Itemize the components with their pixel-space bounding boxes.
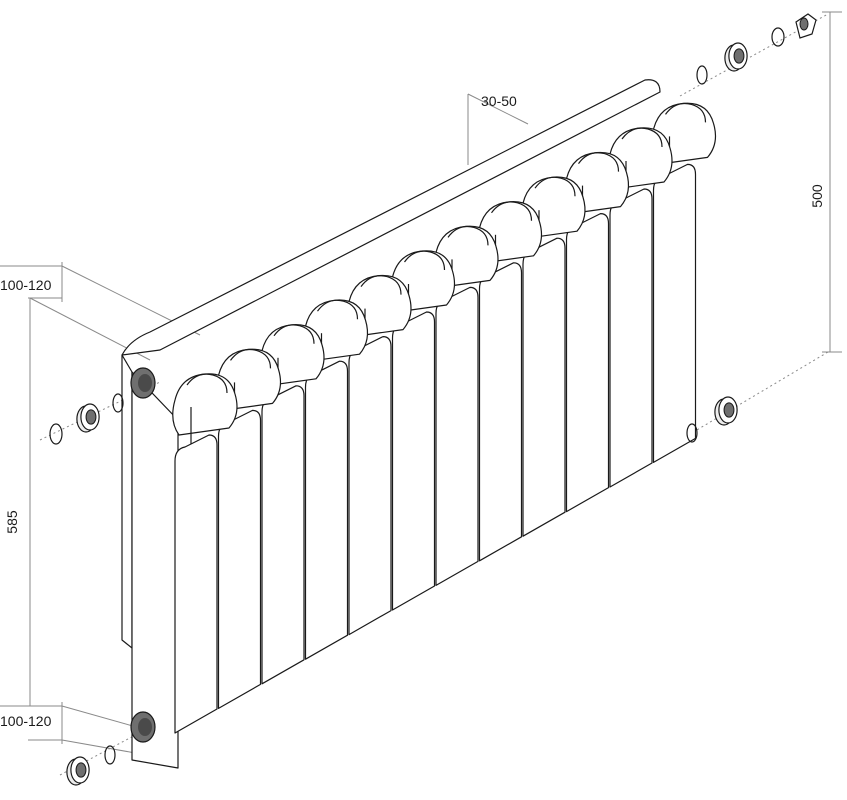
section-front-plate — [391, 311, 436, 611]
section-front-plate — [174, 434, 218, 734]
bottom-offset-label: 100-120 — [0, 713, 52, 729]
section-head-rib — [621, 127, 663, 148]
section-head-rib — [360, 275, 402, 295]
section-head — [172, 373, 238, 436]
section-head-rib — [447, 225, 489, 246]
reducer-nipple — [714, 396, 738, 426]
threaded-port-top-bore — [138, 374, 152, 392]
section-head-rib — [665, 102, 707, 123]
section-front-plate — [261, 385, 305, 685]
gasket-ring — [686, 423, 698, 443]
nipple-bore — [75, 762, 87, 778]
top-offset-label: 100-120 — [0, 277, 52, 293]
dim-depth-line — [467, 93, 529, 125]
center-distance-label: 500 — [809, 184, 825, 208]
reducer-nipple — [76, 403, 100, 433]
section-head-rib — [273, 324, 315, 344]
section-head-rib — [186, 373, 228, 394]
section-head-rib — [317, 299, 359, 320]
nipple-bore — [85, 409, 97, 425]
nipple-bore — [733, 48, 745, 64]
gasket-ring — [112, 393, 124, 413]
nipple-bore — [723, 402, 735, 418]
radiator-body — [121, 79, 717, 769]
section-front-plate — [348, 336, 392, 636]
section-head-rib — [534, 176, 576, 197]
gasket-ring — [696, 65, 708, 85]
dim-bottom-leader-line — [61, 705, 141, 729]
bottom-right-axis-line — [679, 351, 829, 441]
end-plug — [49, 423, 63, 445]
section-depth-label: 30-50 — [481, 93, 517, 109]
gasket-ring — [771, 27, 785, 47]
section-front-plate — [522, 237, 566, 537]
side-panel — [121, 354, 133, 649]
reducer-nipple — [66, 756, 90, 786]
section-head-rib — [491, 201, 533, 221]
section-front-plate — [565, 213, 610, 513]
valve-cap — [799, 17, 809, 31]
fittings — [49, 13, 817, 786]
side-panel — [131, 371, 179, 769]
section-front-plate — [304, 360, 349, 660]
threaded-port-bottom-bore — [138, 718, 152, 736]
reducer-nipple — [724, 42, 748, 72]
section-head-rib — [404, 250, 446, 271]
section — [476, 201, 543, 562]
gasket-ring — [104, 745, 116, 765]
bottom-left-axis-line — [59, 721, 161, 776]
air-vent-valve — [795, 13, 817, 39]
section-head-rib — [578, 152, 620, 172]
section-front-plate — [217, 409, 262, 709]
top-rail — [121, 79, 661, 356]
section-front-plate — [609, 188, 653, 488]
section-head-rib — [230, 348, 272, 369]
section-front-plate — [435, 286, 479, 586]
overall-height-label: 585 — [4, 510, 20, 534]
section — [215, 348, 282, 709]
section-front-plate — [478, 262, 523, 562]
section — [172, 373, 238, 734]
section-front-plate — [652, 163, 697, 463]
